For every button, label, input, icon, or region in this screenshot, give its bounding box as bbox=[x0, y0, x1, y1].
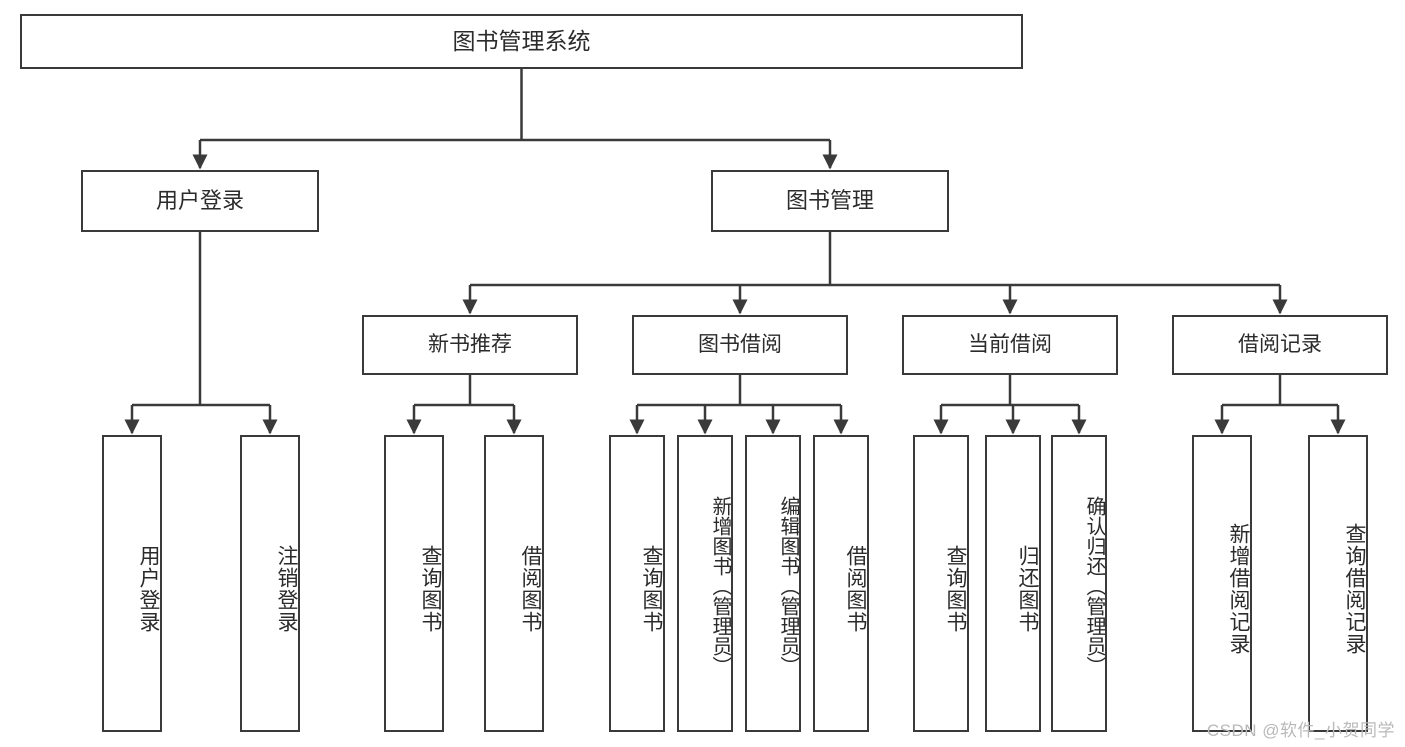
node-login[interactable]: 用户登录 bbox=[81, 170, 319, 232]
node-label: 编辑图书（管理员） bbox=[777, 495, 799, 676]
node-root[interactable]: 图书管理系统 bbox=[20, 14, 1023, 69]
node-bookmgmt[interactable]: 图书管理 bbox=[711, 170, 949, 232]
node-leaf-rec-add[interactable]: 新增借阅记录 bbox=[1192, 435, 1252, 732]
node-label: 确认归还（管理员） bbox=[1083, 495, 1105, 676]
node-newbook[interactable]: 新书推荐 bbox=[362, 315, 578, 375]
node-label: 查询借阅记录 bbox=[1343, 522, 1366, 655]
node-leaf-rec-query[interactable]: 查询借阅记录 bbox=[1308, 435, 1368, 732]
node-label: 图书管理 bbox=[785, 188, 874, 214]
node-label: 查询图书 bbox=[944, 544, 967, 633]
node-label: 新增图书（管理员） bbox=[709, 495, 731, 676]
node-leaf-cur-query[interactable]: 查询图书 bbox=[913, 435, 969, 732]
node-leaf-bk-query[interactable]: 查询图书 bbox=[609, 435, 665, 732]
node-leaf-user-login[interactable]: 用户登录 bbox=[102, 435, 162, 732]
node-leaf-nb-borrow[interactable]: 借阅图书 bbox=[484, 435, 544, 732]
node-leaf-user-logout[interactable]: 注销登录 bbox=[240, 435, 300, 732]
node-label: 新书推荐 bbox=[428, 332, 512, 356]
node-records[interactable]: 借阅记录 bbox=[1172, 315, 1388, 375]
node-leaf-cur-confirm[interactable]: 确认归还（管理员） bbox=[1051, 435, 1107, 732]
node-label: 注销登录 bbox=[275, 544, 298, 633]
node-label: 当前借阅 bbox=[968, 332, 1052, 356]
node-leaf-bk-borrow[interactable]: 借阅图书 bbox=[813, 435, 869, 732]
node-label: 图书管理系统 bbox=[452, 27, 591, 54]
node-label: 新增借阅记录 bbox=[1227, 522, 1250, 655]
watermark: CSDN @软件_小贺同学 bbox=[1206, 721, 1395, 740]
node-leaf-cur-return[interactable]: 归还图书 bbox=[985, 435, 1041, 732]
node-label: 用户登录 bbox=[155, 188, 244, 214]
node-label: 查询图书 bbox=[640, 544, 663, 633]
node-label: 借阅图书 bbox=[519, 544, 542, 633]
node-leaf-bk-add[interactable]: 新增图书（管理员） bbox=[677, 435, 733, 732]
node-label: 查询图书 bbox=[419, 544, 442, 633]
node-label: 归还图书 bbox=[1016, 544, 1039, 633]
node-label: 借阅记录 bbox=[1238, 332, 1322, 356]
node-label: 图书借阅 bbox=[698, 332, 782, 356]
node-current[interactable]: 当前借阅 bbox=[902, 315, 1118, 375]
node-leaf-bk-edit[interactable]: 编辑图书（管理员） bbox=[745, 435, 801, 732]
node-label: 借阅图书 bbox=[844, 544, 867, 633]
node-borrow[interactable]: 图书借阅 bbox=[632, 315, 848, 375]
node-label: 用户登录 bbox=[137, 544, 160, 633]
node-leaf-nb-query[interactable]: 查询图书 bbox=[384, 435, 444, 732]
